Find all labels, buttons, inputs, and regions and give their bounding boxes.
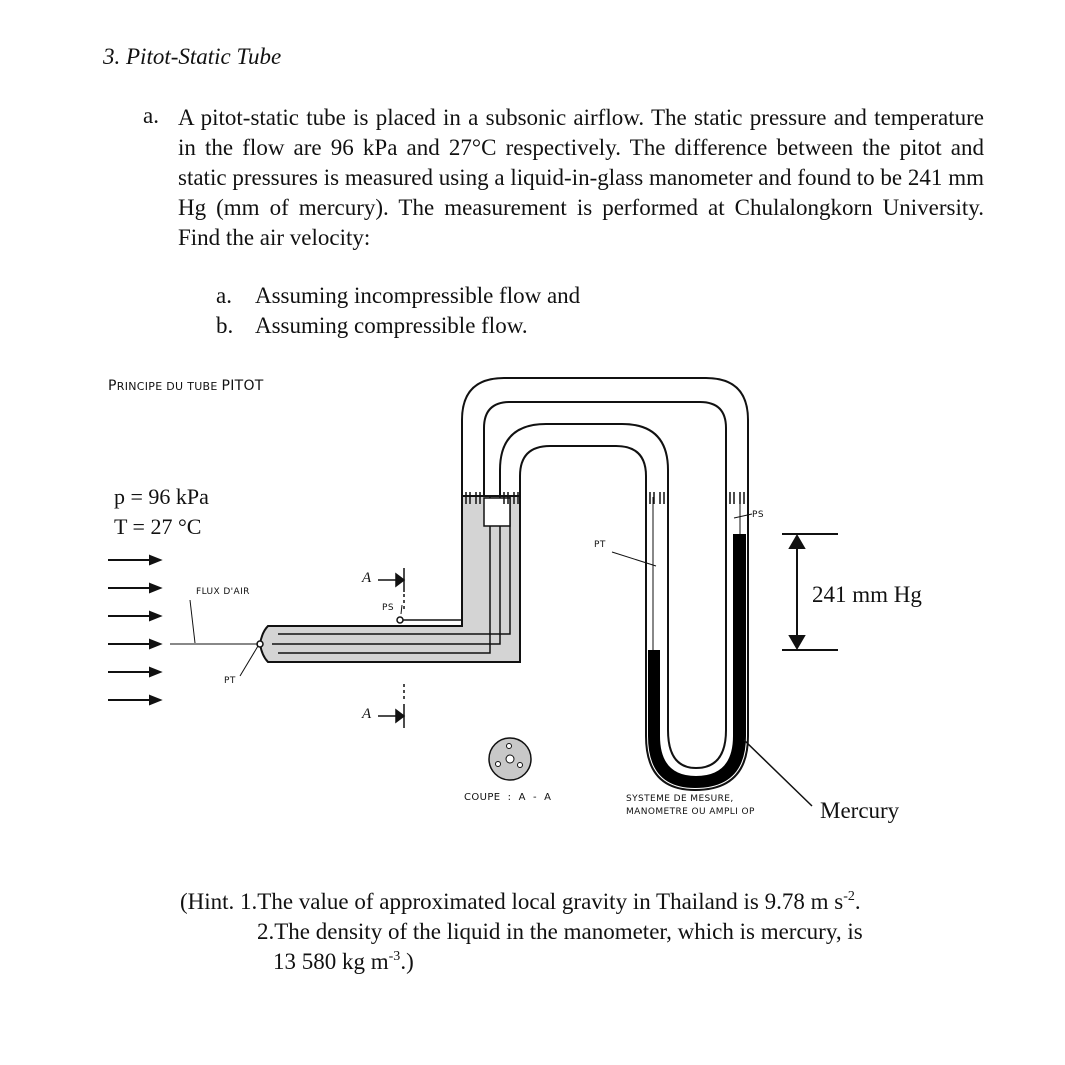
- hint-line-3-sup: -3: [388, 949, 401, 964]
- mercury-leader: [743, 739, 813, 807]
- part-text: A pitot-static tube is placed in a subso…: [178, 105, 984, 250]
- hint-line-3: 13 580 kg m-3.): [273, 947, 414, 977]
- subpart-b-letter: b.: [216, 313, 234, 338]
- ps-leader: [733, 513, 753, 519]
- pt-label-probe: PT: [224, 676, 236, 686]
- hint-line-1-sup: -2: [843, 889, 855, 904]
- hint-line-2: 2.The density of the liquid in the manom…: [257, 919, 863, 944]
- section-mark-bottom: A: [362, 706, 372, 722]
- ps-label-manometer: PS: [752, 510, 764, 520]
- inner-tube: [499, 423, 669, 496]
- figure-title: PRINCIPE DU TUBE PITOT: [108, 378, 264, 394]
- coupe-label: COUPE : A - A: [464, 792, 552, 803]
- outer-tube: [461, 377, 749, 496]
- measurement-label: 241 mm Hg: [812, 582, 922, 607]
- subpart-a-letter: a.: [216, 283, 232, 308]
- cross-section-icon: [488, 737, 532, 781]
- figure-title-end: PITOT: [221, 378, 264, 394]
- pt-leader: [611, 551, 657, 567]
- hint-line-1-end: .: [854, 889, 861, 914]
- problem-title: 3. Pitot-Static Tube: [103, 44, 282, 69]
- subpart-a-text: Assuming incompressible flow and: [255, 283, 581, 308]
- section-mark-top: A: [362, 570, 372, 586]
- section-arrows: [378, 568, 406, 728]
- figure-title-initial: P: [108, 378, 117, 394]
- tube-connectors: [465, 492, 745, 504]
- pt-label-manometer: PT: [594, 540, 606, 550]
- airflow-arrows: [108, 554, 163, 706]
- flux-label: FLUX D'AIR: [196, 587, 250, 597]
- hint-line-1: (Hint. 1.The value of approximated local…: [180, 887, 861, 917]
- mercury-column: [648, 534, 746, 788]
- hint-line-3-end: .): [400, 949, 414, 974]
- system-label-line2: MANOMETRE OU AMPLI OP: [626, 807, 755, 817]
- temperature-label: T = 27 °C: [114, 514, 202, 539]
- probe-body: [170, 495, 521, 677]
- measurement-dimension: [782, 533, 838, 651]
- hint-line-1-text: (Hint. 1.The value of approximated local…: [180, 889, 844, 914]
- system-label-line1: SYSTEME DE MESURE,: [626, 794, 734, 804]
- figure-title-smallcaps: RINCIPE DU TUBE: [116, 380, 222, 393]
- u-tube-manometer: [645, 496, 749, 792]
- mercury-label: Mercury: [820, 798, 900, 823]
- ps-label-probe: PS: [382, 603, 394, 613]
- pressure-label: p = 96 kPa: [114, 484, 209, 509]
- subpart-b-text: Assuming compressible flow.: [255, 313, 528, 338]
- part-letter: a.: [143, 103, 159, 128]
- hint-line-3-text: 13 580 kg m: [273, 949, 389, 974]
